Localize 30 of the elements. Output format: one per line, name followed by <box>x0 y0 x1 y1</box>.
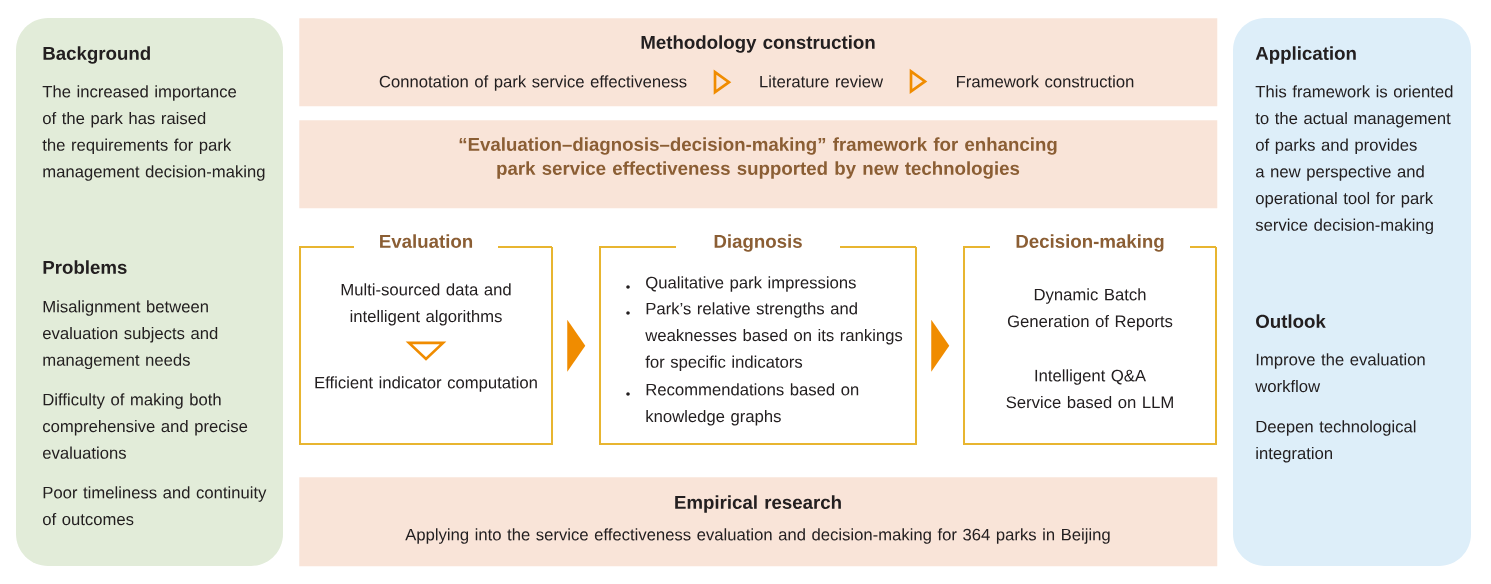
section-heading: Problems <box>43 260 127 274</box>
list-item: Dynamic Batch Generation of Reports <box>1007 288 1173 331</box>
step-text: Literature review <box>760 75 884 88</box>
step-text: Framework construction <box>957 75 1134 88</box>
section-heading: Outlook <box>1256 314 1326 328</box>
framework-title: “Evaluation–diagnosis–decision-making” framework for enhancing park service effectiveness supported by new technologies <box>459 137 1057 179</box>
frame-heading: Evaluation <box>380 234 473 248</box>
list-item: Difficulty of making both comprehensive and precise evaluations <box>43 393 248 459</box>
box-title: Empirical research <box>675 495 841 513</box>
list-item: Misalignment between evaluation subjects and management needs <box>43 300 218 370</box>
paragraph: The increased importance of the park has raised the requirements for park management decision-making <box>42 85 265 181</box>
list-item: Deepen technological integration <box>1256 420 1416 463</box>
step-text: Multi-sourced data and intelligent algorithms <box>341 283 511 326</box>
step-text: Efficient indicator computation <box>315 376 537 392</box>
frame-heading: Diagnosis <box>714 234 802 252</box>
list-item: Improve the evaluation workflow <box>1255 353 1425 393</box>
box-title: Methodology construction <box>641 35 875 53</box>
section-heading: Application <box>1255 46 1356 64</box>
section-heading: Background <box>43 46 150 64</box>
bullet-item: Qualitative park impressions <box>646 276 856 292</box>
caption-line: Applying into the service effectiveness evaluation and decision-making for 364 parks in Beijing <box>405 528 1110 544</box>
arrow <box>931 319 950 372</box>
paragraph: This framework is oriented to the actual management of parks and provides a new perspective and operational tool for park service decision-making <box>1255 85 1453 235</box>
bullet-item: Park’s relative strengths and weaknesses based on its rankings for specific indicators <box>645 302 903 372</box>
bullet-item: Recommendations based on knowledge graphs <box>646 383 859 426</box>
frame-heading: Decision-making <box>1016 234 1164 252</box>
list-item: Poor timeliness and continuity of outcomes <box>42 486 267 526</box>
list-item: Intelligent Q&A Service based on LLM <box>1006 369 1173 409</box>
arrow <box>567 319 586 372</box>
step-text: Connotation of park service effectiveness <box>379 75 687 91</box>
